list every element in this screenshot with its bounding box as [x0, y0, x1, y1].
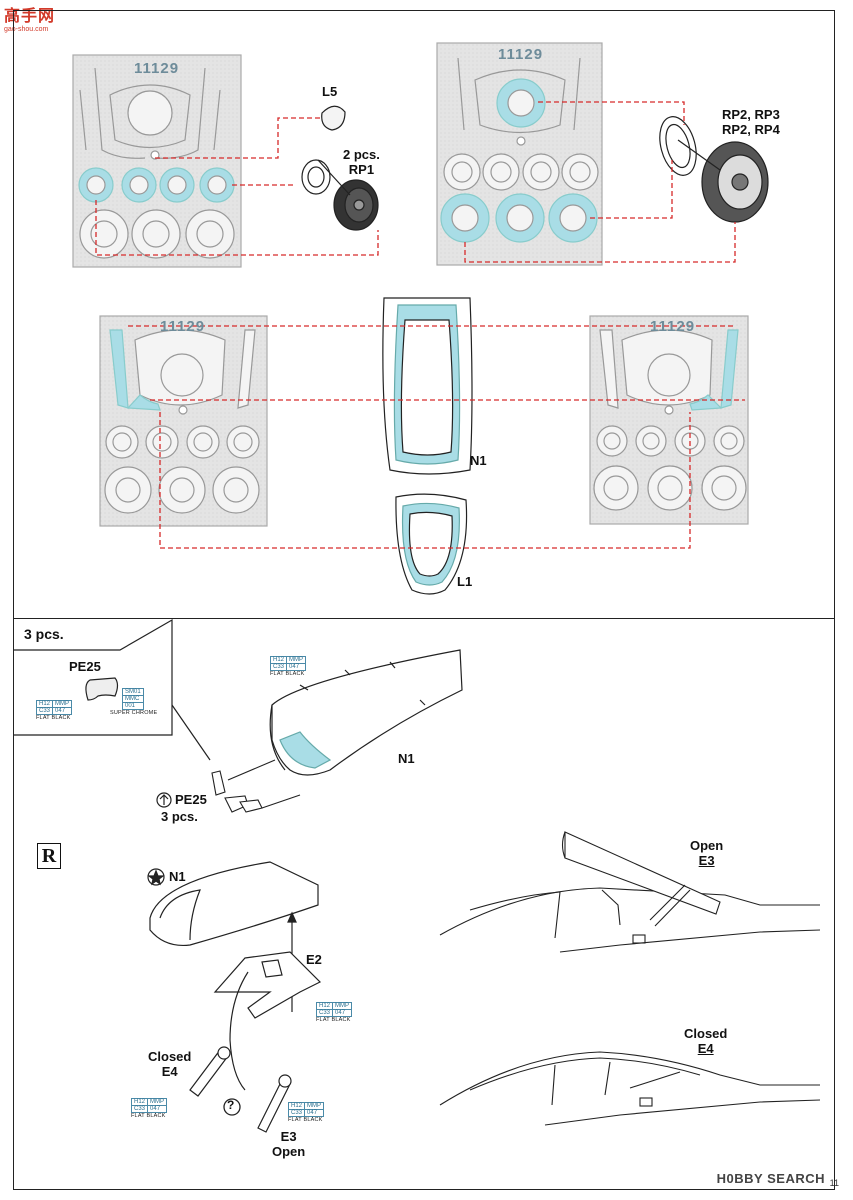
label-n1-star: N1: [169, 869, 186, 884]
hub-l5: [321, 105, 346, 131]
label-l1: L1: [457, 574, 473, 589]
fuselage-closed: [439, 1051, 821, 1126]
page-frame: [13, 10, 835, 1190]
watermark-logo: 高手网 gao-shou.com: [4, 8, 56, 33]
mask-sheet-3: [99, 315, 268, 527]
label-pe25-inset: PE25: [69, 659, 101, 674]
arrow-circle: [156, 792, 172, 808]
mask-sheet-4: [589, 315, 749, 525]
pe25-parts: [211, 759, 301, 813]
wheel-rp1: [301, 159, 379, 231]
label-n1-shell: N1: [398, 751, 415, 766]
watermark-hobbysearch: H0BBY SEARCH: [716, 1171, 825, 1186]
paint-inset-right: SM01 MMC 001 SUPER CHROME: [110, 688, 158, 716]
question-mark: ?: [227, 1098, 235, 1112]
qty-header: 3 pcs.: [24, 626, 64, 642]
r-mark: R: [37, 843, 61, 869]
page-number: 11: [829, 1178, 839, 1188]
canopy-n1-top: [382, 297, 473, 475]
dashed-leaders: [95, 101, 745, 549]
canopy-n1-shell: [269, 649, 463, 776]
mask-sheet-1: [72, 54, 242, 268]
label-e2: E2: [306, 952, 322, 967]
sheet-number-1: 11129: [134, 60, 180, 77]
label-rp-right: RP2, RP3 RP2, RP4: [722, 107, 780, 137]
sheet-number-3: 11129: [160, 318, 206, 335]
sheet-number-2: 11129: [498, 46, 544, 63]
label-closed-e4-right: Closed E4: [684, 1026, 728, 1056]
section-divider: [13, 618, 835, 619]
label-n1-top: N1: [470, 453, 487, 468]
mask-sheet-2: [436, 42, 603, 266]
question-circle: [223, 1098, 241, 1116]
inset-box: [14, 618, 211, 761]
canopy-l1-top: [395, 493, 468, 595]
fuselage-open: [439, 831, 821, 953]
wheel-rp2: [659, 116, 769, 223]
label-pe25-callout: PE25 3 pcs.: [161, 792, 207, 824]
label-e3-open-left: E3 Open: [272, 1129, 306, 1159]
label-l5: L5: [322, 84, 338, 99]
watermark-url: gao-shou.com: [4, 26, 49, 33]
label-open-e3-right: Open E3: [690, 838, 724, 868]
hinge-assembly: [149, 861, 322, 1133]
label-closed-e4-left: Closed E4: [148, 1049, 192, 1079]
sheet-number-4: 11129: [650, 318, 696, 335]
label-rp1: 2 pcs. RP1: [343, 147, 380, 177]
star-circle: [147, 868, 165, 886]
